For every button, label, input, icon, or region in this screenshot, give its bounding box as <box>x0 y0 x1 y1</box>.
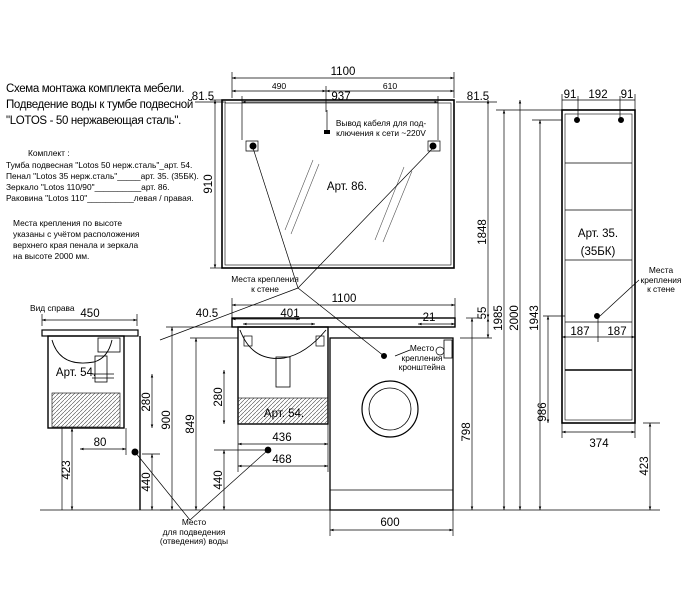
dim-pencil-423: 423 <box>639 456 651 475</box>
dim-side-280: 280 <box>141 392 153 411</box>
dim-pencil-91-right: 91 <box>621 89 634 101</box>
dim-mirror-490: 490 <box>272 81 287 91</box>
dim-side-450: 450 <box>80 308 99 320</box>
dim-front-280: 280 <box>213 387 225 406</box>
kit-item: Раковина "Lotos 110"__________левая / пр… <box>6 193 194 203</box>
bracket-mount-line-2: крепления <box>401 352 443 363</box>
pencil-dimensions <box>543 94 660 510</box>
dim-v-1848: 1848 <box>477 219 489 245</box>
kit-item: Тумба подвесная "Lotos 50 нерж.сталь"_ар… <box>6 160 193 170</box>
dim-base-40-5: 40.5 <box>196 308 218 320</box>
dim-v-1943: 1943 <box>529 305 541 331</box>
dim-side-80: 80 <box>94 437 107 449</box>
dim-mirror-left: 81.5 <box>192 91 214 103</box>
bracket-mount-line-3: кронштейна <box>398 362 446 373</box>
mirror-mount-left-icon <box>249 142 257 150</box>
pencil-article-label: Арт. 35. <box>578 228 618 240</box>
kit-heading: Комплект : <box>28 148 70 158</box>
cable-label-line-1: Вывод кабеля для под- <box>335 118 427 128</box>
dim-v-798: 798 <box>461 422 473 441</box>
front-cabinet-article-label: Арт. 54. <box>264 408 304 420</box>
bracket-mount-line-1: Место <box>409 343 435 353</box>
note-line: Места крепления по высоте <box>13 218 123 228</box>
title-line-2: Подведение воды к тумбе подвесной <box>6 99 193 111</box>
wall-mount-label-line-2: к стене <box>251 283 279 294</box>
wall-mount-label: Места крепления к стене <box>228 274 302 294</box>
dim-v-986: 986 <box>537 402 549 421</box>
dim-v-55: 55 <box>477 307 489 320</box>
pencil-wall-mount-line-3: к стене <box>647 284 675 295</box>
side-view-label: Вид справа <box>30 303 75 313</box>
note-line: указаны с учётом расположения <box>13 229 140 239</box>
bracket-mount-label: Место крепления кронштейна <box>394 343 450 373</box>
dim-base-600: 600 <box>380 517 399 529</box>
pencil-wall-mount-line-1: Места <box>648 265 674 275</box>
dim-front-900: 900 <box>161 410 173 429</box>
pencil-case <box>561 109 636 424</box>
front-view <box>160 317 548 511</box>
mirror-dimensions <box>195 72 497 269</box>
dim-pencil-187-left: 187 <box>570 326 589 338</box>
kit-item: Зеркало "Lotos 110/90"__________арт. 86. <box>6 182 170 192</box>
cable-label: Вывод кабеля для под- ключения к сети ~2… <box>326 118 436 138</box>
kit-item: Пенал "Lotos 35 нерж.сталь"_____арт. 35.… <box>6 171 199 181</box>
dim-base-401: 401 <box>280 308 299 320</box>
dim-mirror-width: 1100 <box>331 66 356 78</box>
mirror-article-label: Арт. 86. <box>327 181 367 193</box>
water-supply-label: Место для подведения (отведения) воды <box>148 517 240 547</box>
note-line: верхнего края пенала и зеркала <box>13 240 139 250</box>
dim-side-440: 440 <box>141 472 153 491</box>
dim-pencil-374: 374 <box>589 438 609 450</box>
pencil-wall-mount-label: Места крепления к стене <box>638 265 684 295</box>
dim-base-21: 21 <box>423 312 436 324</box>
mirror-mount-right-icon <box>429 142 437 150</box>
dim-v-1985: 1985 <box>493 305 505 331</box>
cable-label-line-2: ключения к сети ~220V <box>336 127 426 138</box>
wall-mount-label-line-1: Места крепления <box>231 274 299 284</box>
water-supply-line-3: (отведения) воды <box>159 536 229 547</box>
pencil-article-variant-label: (35БК) <box>581 246 616 258</box>
pencil-wall-mount-line-2: крепления <box>640 274 682 285</box>
dim-mirror-937: 937 <box>331 91 350 103</box>
dim-v-2000: 2000 <box>509 305 521 331</box>
dim-pencil-192: 192 <box>588 89 607 101</box>
side-cabinet-article-label: Арт. 54. <box>56 367 96 379</box>
title-line-3: "LOTOS - 50 нержавеющая сталь". <box>6 115 181 127</box>
title-line-1: Схема монтажа комплекта мебели. <box>6 83 185 95</box>
dim-base-436: 436 <box>272 432 291 444</box>
dim-mirror-right: 81.5 <box>467 91 489 103</box>
water-supply-line-1: Место <box>181 517 207 527</box>
note-line: на высоте 2000 мм. <box>13 251 90 261</box>
dim-base-1100: 1100 <box>332 293 357 305</box>
dim-mirror-height: 910 <box>203 174 215 193</box>
dim-pencil-91-left: 91 <box>564 89 577 101</box>
front-dimensions <box>134 100 660 536</box>
side-view-cabinet <box>40 314 170 511</box>
water-supply-line-2: для подведения <box>162 526 226 537</box>
dim-pencil-187-right: 187 <box>607 326 626 338</box>
dim-base-468: 468 <box>272 454 291 466</box>
dim-mirror-610: 610 <box>383 81 398 91</box>
dim-side-423: 423 <box>61 460 73 479</box>
dim-front-849: 849 <box>185 414 197 433</box>
dim-front-440: 440 <box>213 470 225 489</box>
